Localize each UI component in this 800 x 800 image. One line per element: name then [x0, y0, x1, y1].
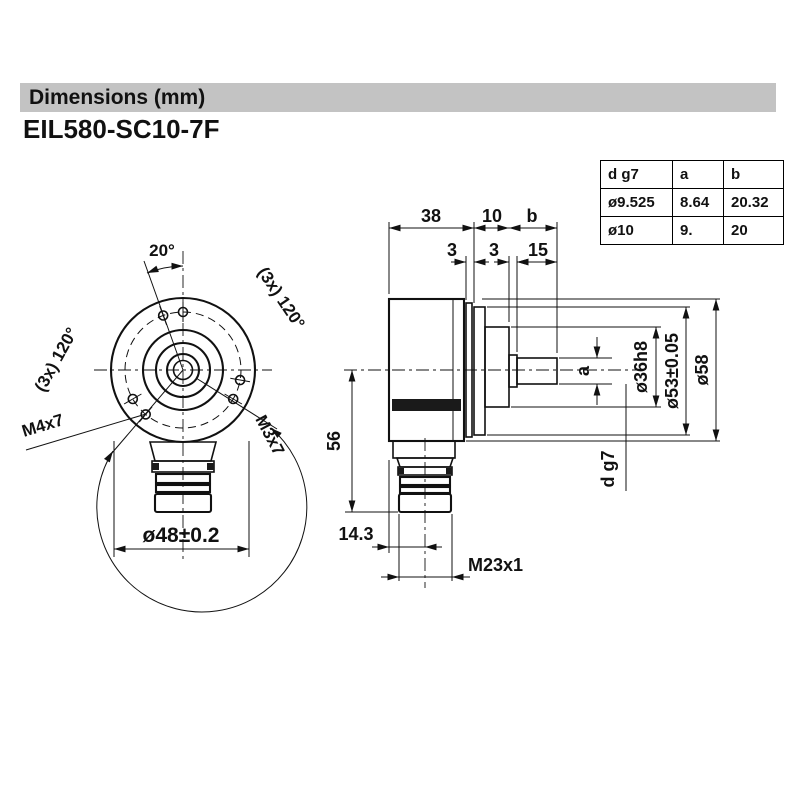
- dia48-label: ø48±0.2: [143, 524, 220, 547]
- table-cell: ø9.525: [600, 188, 673, 217]
- table-cell: ø10: [600, 216, 673, 245]
- arc-120-dimension: [96, 427, 308, 613]
- table-row: ø9.525 8.64 20.32: [600, 188, 784, 217]
- dim-3-second-label: 3: [489, 240, 499, 260]
- mounting-holes: [123, 302, 251, 423]
- side-view: 38 10 b 3 3 15 a ø36h8 ø53±0.05 ø58 d g7…: [324, 206, 720, 588]
- dim-a-label: a: [573, 365, 593, 376]
- dia58-label: ø58: [692, 354, 712, 385]
- arc-20-dimension: [146, 262, 184, 274]
- extension-lines: [345, 222, 720, 581]
- page-title: EIL580-SC10-7F: [23, 114, 220, 144]
- dim-3-first-label: 3: [447, 240, 457, 260]
- table-cell: 8.64: [672, 188, 724, 217]
- table-cell: 9.: [672, 216, 724, 245]
- label-stripe: [392, 399, 461, 411]
- section-header: Dimensions (mm): [20, 83, 776, 112]
- thread-m4-label: M4x7: [20, 410, 66, 441]
- dim-14-3-label: 14.3: [338, 524, 373, 544]
- dimension-lines: [348, 224, 720, 581]
- table-header-dg7: d g7: [600, 160, 673, 189]
- dim-56-label: 56: [324, 431, 344, 451]
- angle-20-label: 20°: [149, 241, 175, 260]
- dimension-table: d g7 a b ø9.525 8.64 20.32 ø10 9. 20: [600, 160, 784, 245]
- table-header-a: a: [672, 160, 724, 189]
- dia48-dimension: [113, 441, 250, 557]
- dim-b-label: b: [527, 206, 538, 226]
- angle-120-left-label: (3x) 120°: [31, 324, 82, 395]
- dia53-label: ø53±0.05: [662, 333, 682, 409]
- table-cell: 20: [723, 216, 784, 245]
- front-view: 20° (3x) 120° (3x) 120° M4x7 M3x7 ø48±0.…: [20, 241, 309, 613]
- front-connector: [148, 441, 218, 514]
- section-header-label: Dimensions (mm): [29, 86, 206, 109]
- dim-10-label: 10: [482, 206, 502, 226]
- flange-shaft-outline: [465, 302, 558, 438]
- connector-nub-right: [207, 463, 214, 470]
- angle-120-right-label: (3x) 120°: [254, 264, 309, 333]
- side-body-outline: [387, 297, 466, 514]
- dim-38-label: 38: [421, 206, 441, 226]
- thread-m23-label: M23x1: [468, 555, 523, 575]
- dia36-label: ø36h8: [631, 341, 651, 393]
- dim-15-label: 15: [528, 240, 548, 260]
- table-header-row: d g7 a b: [600, 160, 784, 189]
- connector-nub-left: [152, 463, 159, 470]
- table-header-b: b: [723, 160, 784, 189]
- table-cell: 20.32: [723, 188, 784, 217]
- d-g7-label: d g7: [598, 450, 618, 487]
- table-row: ø10 9. 20: [600, 216, 784, 245]
- thread-m3-label: M3x7: [251, 412, 288, 458]
